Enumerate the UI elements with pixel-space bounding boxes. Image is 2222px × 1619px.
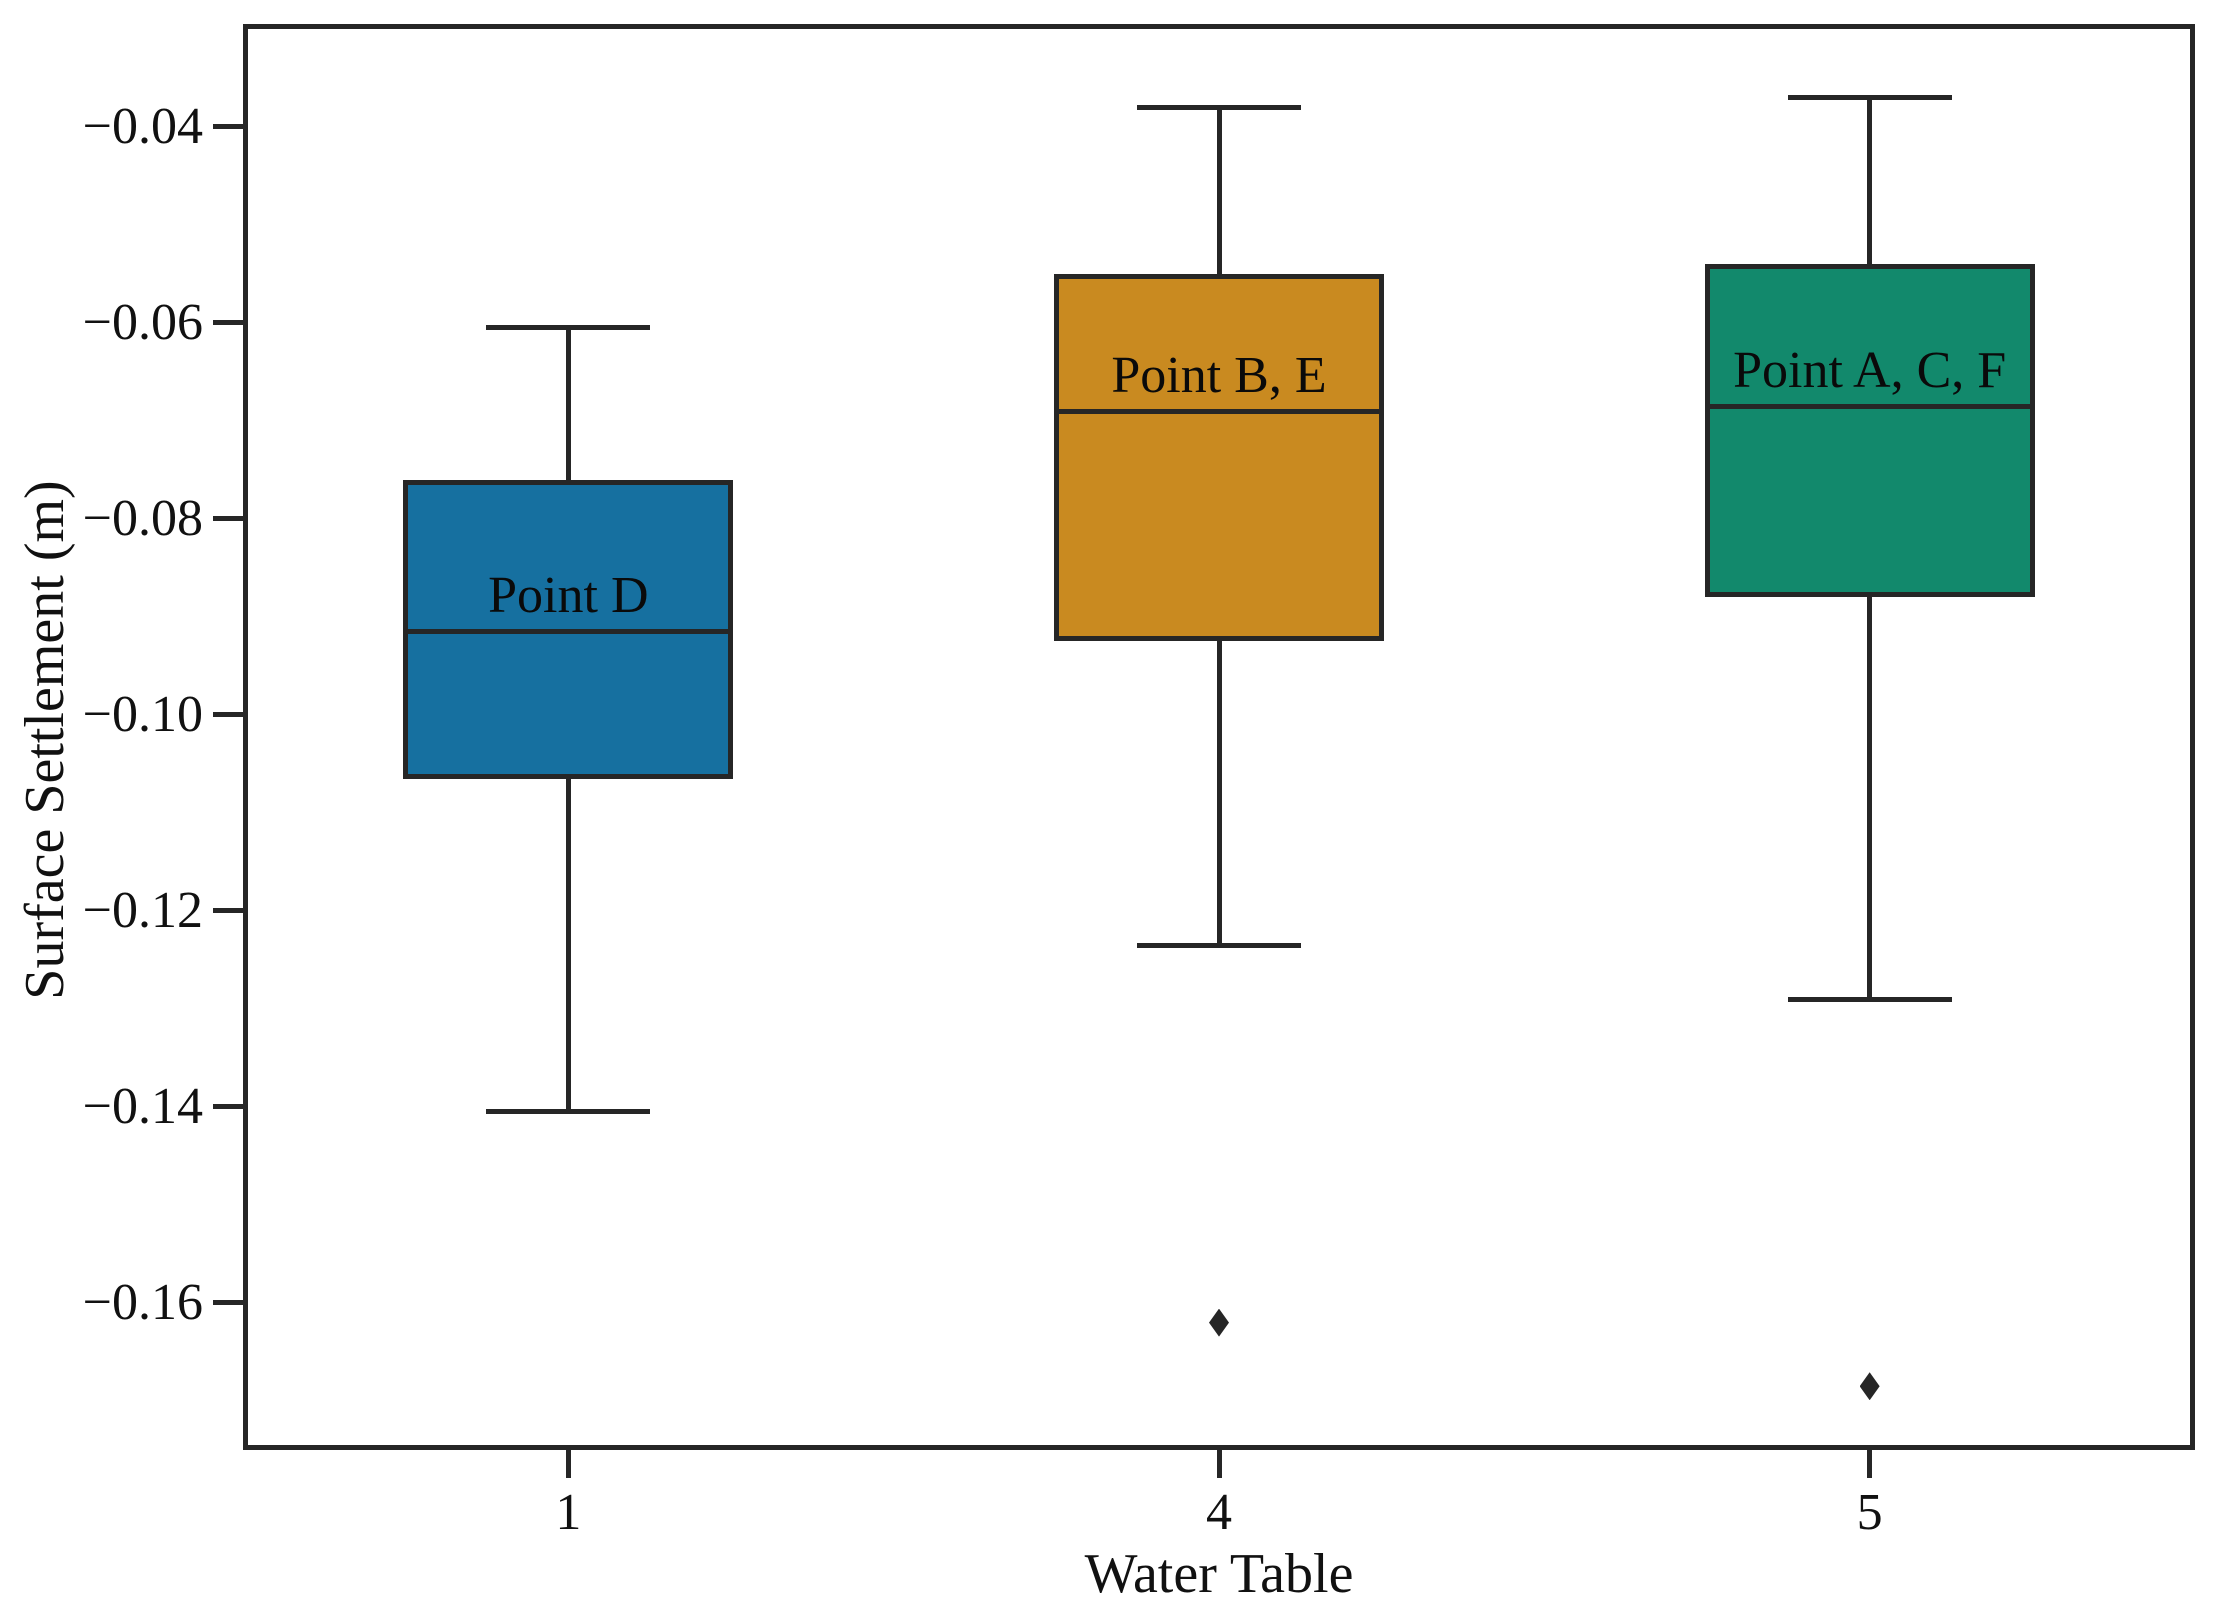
x-tick-label: 5 [1856,1484,1883,1541]
median-line [408,629,729,635]
upper-whisker-cap [1787,95,1952,100]
upper-whisker-cap [486,325,651,331]
y-tick-label: −0.08 [82,489,203,547]
x-tick-label: 1 [555,1484,582,1541]
y-tick-mark [213,1300,243,1306]
y-tick-mark [213,516,243,522]
y-tick-mark [213,1104,243,1110]
upper-whisker-line [1216,107,1222,274]
y-tick-mark [213,124,243,130]
outlier-diamond-icon [1209,1308,1229,1337]
median-line [1709,403,2030,409]
y-tick-label: −0.16 [82,1273,203,1331]
upper-whisker-line [1867,97,1873,265]
lower-whisker-line [1867,597,1873,1000]
box-1: Point D [403,479,734,779]
y-tick-label: −0.04 [82,97,203,155]
y-tick-label: −0.14 [82,1077,203,1135]
box-label: Point B, E [1111,346,1327,404]
y-tick-mark [213,712,243,718]
y-tick-label: −0.06 [82,293,203,351]
x-tick-mark [565,1450,571,1478]
box-4: Point B, E [1054,273,1384,642]
lower-whisker-line [1216,641,1222,946]
lower-whisker-cap [1137,942,1301,948]
lower-whisker-cap [1787,996,1952,1002]
y-tick-label: −0.10 [82,685,203,743]
box-label: Point A, C, F [1733,341,2007,399]
x-tick-label: 4 [1206,1484,1232,1541]
x-tick-mark [1867,1450,1873,1478]
y-tick-label: −0.12 [82,881,203,939]
lower-whisker-line [565,778,571,1112]
outlier-diamond-icon [1859,1372,1880,1401]
upper-whisker-cap [1137,104,1301,110]
y-tick-mark [213,320,243,326]
plot-border [243,24,2195,1450]
x-tick-mark [1216,1450,1222,1478]
box-label: Point D [488,567,649,625]
y-tick-mark [213,908,243,914]
median-line [1059,408,1379,414]
upper-whisker-line [565,327,571,480]
x-axis-title: Water Table [1084,1543,1354,1605]
lower-whisker-cap [486,1109,651,1115]
box-5: Point A, C, F [1704,264,2035,598]
